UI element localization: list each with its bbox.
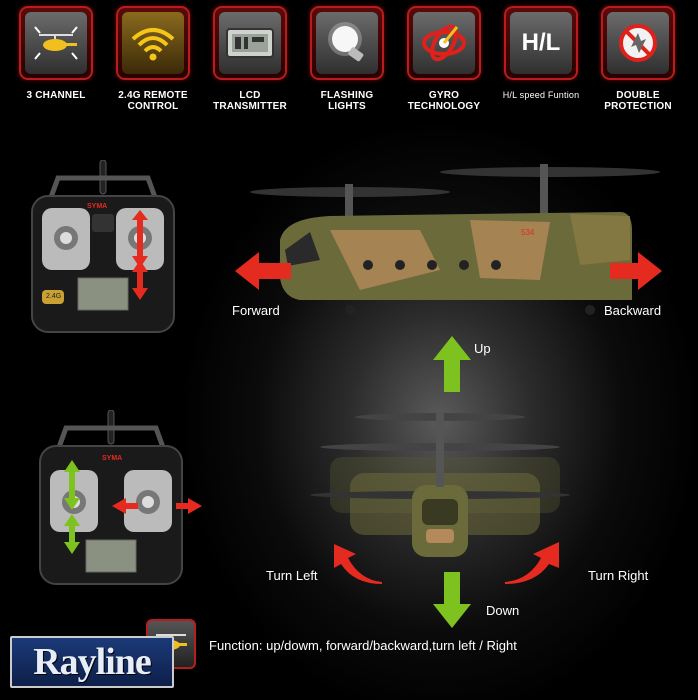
feature-double-protection: DOUBLE PROTECTION — [595, 6, 681, 112]
light-bulb-icon — [328, 22, 364, 62]
forward-arrow-icon — [235, 252, 291, 290]
wifi-signal-icon — [131, 28, 175, 61]
remote-controller-bottom — [39, 410, 202, 585]
feature-label: FLASHING LIGHTS — [320, 90, 374, 112]
heli-number: 534 — [521, 228, 535, 237]
turn-right-label: Turn Right — [588, 568, 649, 583]
feature-lcd: LCD TRANSMITTER — [207, 6, 293, 112]
feature-label: GYRO TECHNOLOGY — [407, 90, 481, 112]
backward-label: Backward — [604, 303, 662, 318]
hl-switch-icon: H/L — [521, 29, 561, 56]
feature-label: 2.4G REMOTE CONTROL — [118, 90, 188, 112]
down-label: Down — [486, 603, 520, 618]
forward-label: Forward — [232, 303, 280, 318]
gyro-icon — [422, 24, 466, 62]
feature-label: DOUBLE PROTECTION — [604, 90, 672, 112]
remote-brand: SYMA — [87, 203, 108, 210]
remote-brand: SYMA — [102, 455, 123, 462]
feature-label: LCD TRANSMITTER — [213, 90, 287, 112]
brand-logo: Rayline — [10, 636, 174, 688]
feature-label: H/L speed Funtion — [502, 90, 580, 100]
down-arrow-icon — [433, 572, 471, 628]
protection-icon — [619, 24, 657, 62]
helicopter-icon — [34, 26, 78, 60]
turn-left-arrow-icon — [334, 544, 382, 584]
feature-gyro: GYRO TECHNOLOGY — [401, 6, 487, 112]
feature-label: 3 CHANNEL — [26, 90, 86, 101]
feature-row: 3 CHANNEL 2.4G REMOTE CONTROL — [0, 6, 698, 126]
feature-3-channel: 3 CHANNEL — [13, 6, 99, 101]
remote-badge: 2.4G — [46, 293, 62, 300]
backward-arrow-icon — [610, 252, 662, 290]
up-label: Up — [474, 341, 491, 356]
helicopter-front-view — [310, 411, 570, 557]
helicopter-side-view — [250, 164, 660, 315]
feature-2-4g: 2.4G REMOTE CONTROL — [110, 6, 196, 112]
lcd-screen-icon — [226, 28, 274, 58]
function-description: Function: up/dowm, forward/backward,turn… — [209, 638, 517, 653]
turn-left-label: Turn Left — [266, 568, 318, 583]
up-arrow-icon — [433, 336, 471, 392]
remote-controller-top — [31, 160, 175, 333]
turn-right-arrow-icon — [505, 542, 559, 584]
feature-hl-speed: H/L H/L speed Funtion — [498, 6, 584, 101]
feature-flashing-lights: FLASHING LIGHTS — [304, 6, 390, 112]
brand-name: Rayline — [33, 641, 152, 683]
